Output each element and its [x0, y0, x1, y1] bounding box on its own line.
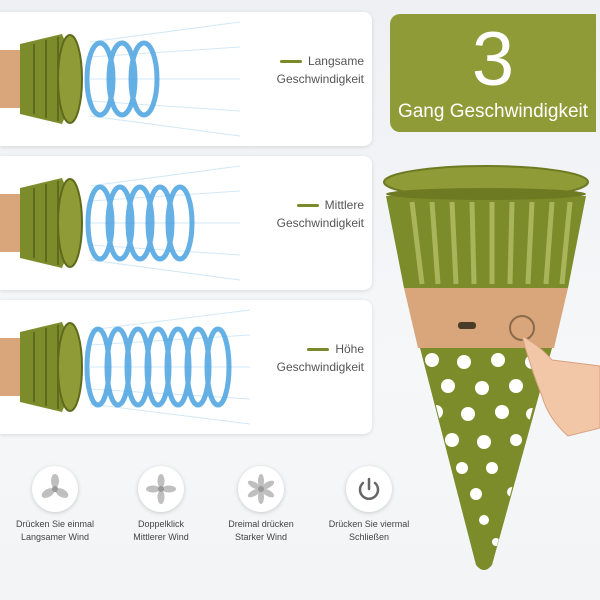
wind-rings	[84, 40, 160, 118]
power-button-icon	[509, 315, 535, 341]
fan-band	[0, 50, 22, 108]
speed-card-high: Höhe Geschwindigkeit	[0, 300, 372, 434]
dash-marker	[307, 347, 330, 351]
speed-card-slow: Langsame Geschwindigkeit	[0, 12, 372, 146]
fan-slow-illustration	[0, 21, 241, 137]
mode-caption-line2: Schließen	[348, 532, 390, 542]
dash-marker	[296, 203, 319, 207]
mode-caption-line1: Drücken Sie einmal	[15, 519, 95, 529]
mode-caption-line2: Mittlerer Wind	[133, 532, 189, 542]
dash-marker	[279, 59, 302, 63]
speed-label-line2: Geschwindigkeit	[276, 72, 364, 86]
fan-high-illustration	[0, 309, 251, 425]
speed-label-line1: Langsame	[307, 54, 364, 68]
speed-label-line1: Mittlere	[324, 198, 364, 212]
fan-band	[0, 194, 22, 252]
speed-label-line2: Geschwindigkeit	[276, 216, 364, 230]
mode-once: Drücken Sie einmal Langsamer Wind	[0, 466, 110, 544]
fan-icon	[32, 466, 78, 512]
hand-finger	[521, 334, 600, 437]
cone-fan-product	[383, 165, 600, 570]
speed-label-medium: Mittlere Geschwindigkeit	[277, 196, 364, 232]
mode-double: Doppelklick Mittlerer Wind	[106, 466, 216, 544]
fan-medium-illustration	[0, 165, 241, 281]
speed-label-slow: Langsame Geschwindigkeit	[277, 52, 364, 88]
wind-rings	[84, 326, 232, 408]
usb-port	[458, 322, 476, 329]
mode-caption-line1: Doppelklick	[137, 519, 185, 529]
cone-body	[420, 348, 552, 570]
mode-caption-line2: Starker Wind	[234, 532, 287, 542]
mode-caption-line1: Drücken Sie viermal	[328, 519, 410, 529]
mode-caption-line2: Langsamer Wind	[20, 532, 90, 542]
speed-card-medium: Mittlere Geschwindigkeit	[0, 156, 372, 290]
mode-caption-line1: Dreimal drücken	[228, 519, 294, 529]
speed-label-high: Höhe Geschwindigkeit	[277, 340, 364, 376]
fan-icon	[138, 466, 184, 512]
speed-label-line1: Höhe	[335, 342, 364, 356]
speed-label-line2: Geschwindigkeit	[276, 360, 364, 374]
mode-triple: Dreimal drücken Starker Wind	[206, 466, 316, 544]
fan-band	[0, 338, 22, 396]
wind-rings	[85, 184, 195, 262]
mode-quadruple: Drücken Sie viermal Schließen	[314, 466, 424, 544]
wind-lines	[89, 165, 241, 281]
badge-text: Gang Geschwindigkeit	[397, 101, 589, 122]
power-icon	[346, 466, 392, 512]
wood-band	[404, 288, 568, 348]
badge-number: 3	[471, 17, 515, 102]
fan-icon	[238, 466, 284, 512]
speed-count-badge: 3 Gang Geschwindigkeit	[390, 14, 596, 132]
